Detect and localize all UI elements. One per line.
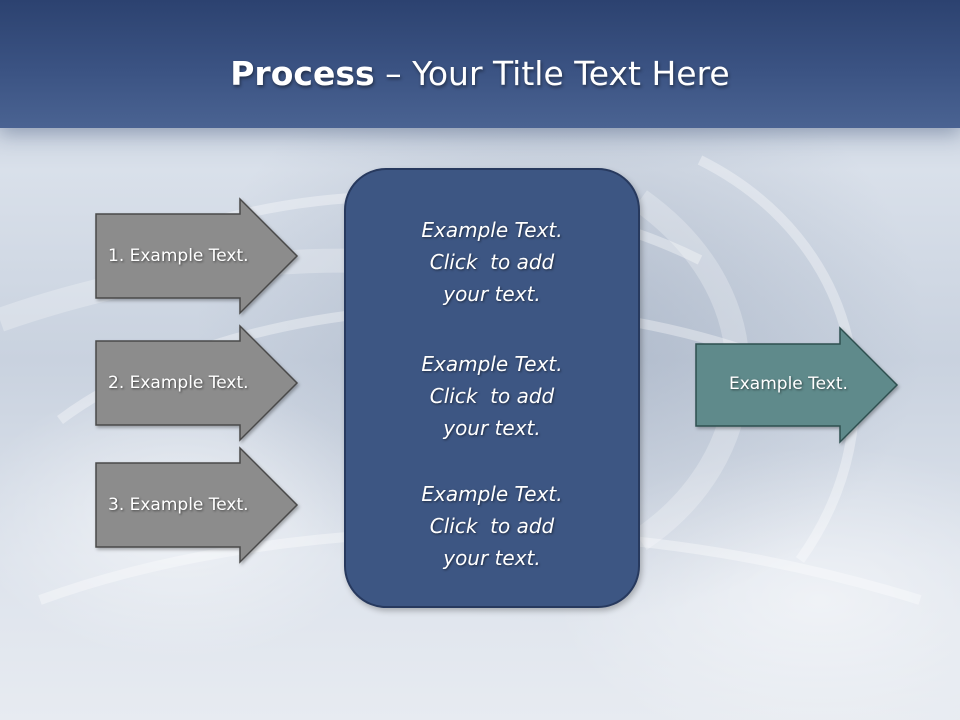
center-process-box[interactable]: Example Text. Click to add your text. Ex…: [344, 168, 640, 608]
title-rest: – Your Title Text Here: [374, 54, 730, 93]
input-arrow-3[interactable]: [95, 446, 299, 564]
output-arrow[interactable]: [695, 326, 899, 444]
block-line: Example Text.: [421, 482, 563, 506]
input-arrow-1[interactable]: [95, 197, 299, 315]
title-bar: [0, 0, 960, 128]
input-arrow-1-label: 1. Example Text.: [108, 246, 249, 266]
block-line: Click to add: [429, 514, 555, 538]
block-line: Example Text.: [421, 218, 563, 242]
input-arrow-3-label: 3. Example Text.: [108, 495, 249, 515]
block-line: Click to add: [429, 384, 555, 408]
block-line: Example Text.: [421, 352, 563, 376]
center-text-block-2: Example Text. Click to add your text.: [346, 348, 638, 444]
title-bold: Process: [230, 54, 375, 93]
block-line: your text.: [443, 416, 541, 440]
block-line: Click to add: [429, 250, 555, 274]
input-arrow-2[interactable]: [95, 324, 299, 442]
input-arrow-2-label: 2. Example Text.: [108, 373, 249, 393]
block-line: your text.: [443, 546, 541, 570]
output-arrow-label: Example Text.: [729, 374, 848, 394]
center-text-block-3: Example Text. Click to add your text.: [346, 478, 638, 574]
block-line: your text.: [443, 282, 541, 306]
slide-title[interactable]: Process – Your Title Text Here: [0, 52, 960, 96]
center-text-block-1: Example Text. Click to add your text.: [346, 214, 638, 310]
